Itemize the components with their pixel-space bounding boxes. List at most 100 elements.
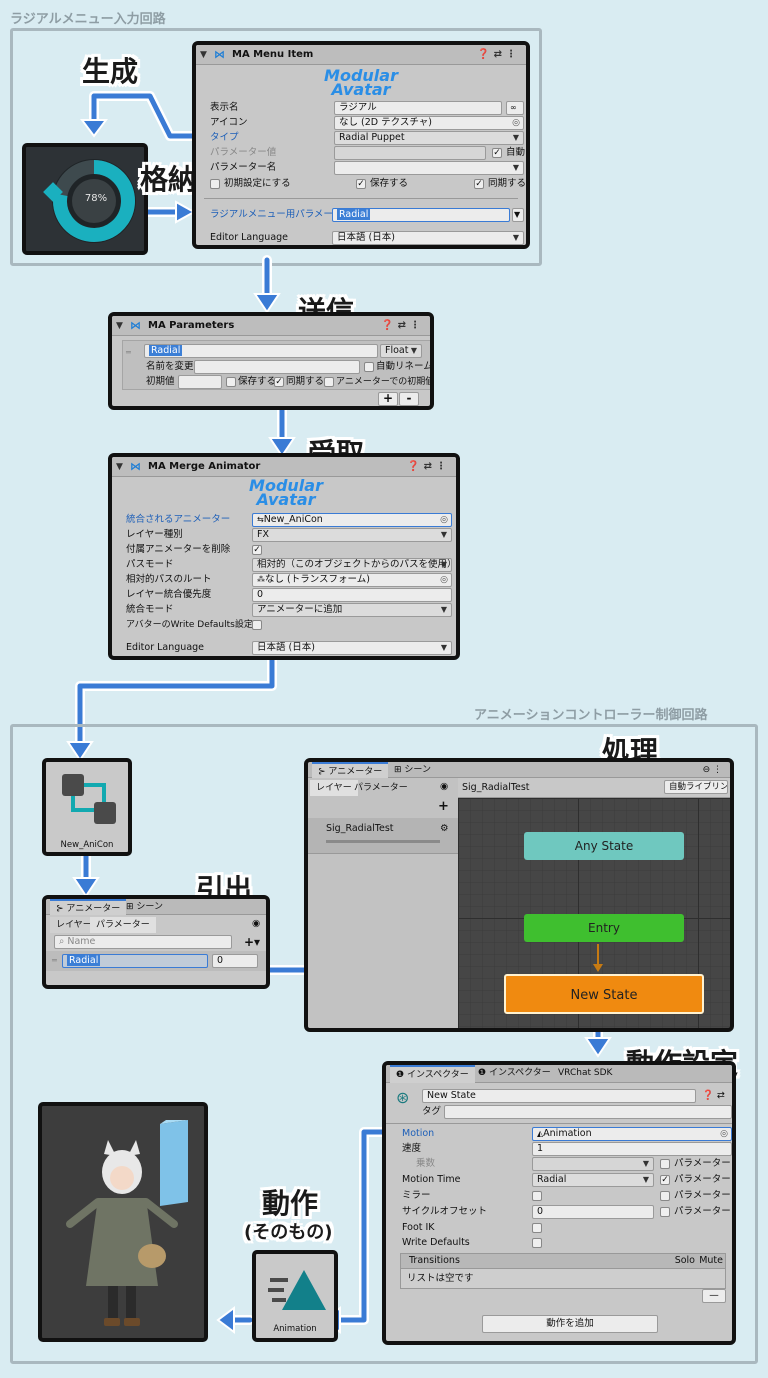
link-icon[interactable]: ∞ [506, 101, 524, 115]
tab-parameters[interactable]: パラメーター [90, 917, 156, 933]
foot-ik-checkbox[interactable] [532, 1223, 542, 1233]
state-name-input[interactable]: New State [422, 1089, 696, 1103]
write-defaults-label: アバターのWrite Defaults設定に [126, 620, 262, 630]
write-defaults-checkbox[interactable] [532, 1238, 542, 1248]
param-name-field[interactable]: Radial [62, 954, 208, 968]
chevron-down-icon: ▼ [512, 233, 519, 242]
parameter-type-dropdown[interactable]: Float▼ [380, 344, 422, 358]
tab-vrchat-sdk[interactable]: VRChat SDK [558, 1068, 613, 1078]
relative-root-field[interactable]: ⁂なし (トランスフォーム)◎ [252, 573, 452, 587]
delete-attached-checkbox[interactable]: ✓ [252, 545, 262, 555]
tab-animator[interactable]: ⊱ アニメーター [50, 899, 127, 915]
tab-scene[interactable]: ⊞ シーン [394, 765, 431, 775]
object-picker-icon: ◎ [440, 575, 448, 585]
component-tools-icons[interactable]: ❓ ⇄ ⋮ [702, 1090, 736, 1101]
drag-handle-icon[interactable]: ═ [52, 956, 57, 965]
mirror-checkbox[interactable] [532, 1191, 542, 1201]
tab-layers[interactable]: レイヤー [50, 917, 98, 933]
layer-item[interactable] [308, 818, 458, 854]
remove-parameter-button[interactable]: - [399, 392, 419, 406]
remove-transition-button[interactable]: — [702, 1289, 726, 1303]
parameter-name-input[interactable]: Radial [144, 344, 378, 358]
display-name-input[interactable]: ラジアル [334, 101, 502, 115]
param-value-field[interactable]: 0 [212, 954, 258, 968]
tab-animator[interactable]: ⊱ アニメーター [312, 762, 389, 778]
layer-type-dropdown[interactable]: FX▼ [252, 528, 452, 542]
editor-language-dropdown[interactable]: 日本語 (日本)▼ [332, 231, 524, 245]
gear-icon[interactable]: ⚙ [440, 823, 449, 834]
motion-time-param-checkbox[interactable]: ✓ [660, 1175, 670, 1185]
animator-object-field[interactable]: ⇆New_AniCon◎ [252, 513, 452, 527]
mirror-param-checkbox[interactable] [660, 1191, 670, 1201]
editor-language-label: Editor Language [210, 232, 289, 243]
entry-node[interactable]: Entry [524, 914, 684, 942]
editor-language-dropdown[interactable]: 日本語 (日本)▼ [252, 641, 452, 655]
param-sync-checkbox[interactable]: ✓ [274, 377, 284, 387]
new-state-node[interactable]: New State [504, 974, 704, 1014]
add-param-icon[interactable]: +▾ [244, 935, 261, 949]
motion-time-dropdown[interactable]: Radial▼ [532, 1173, 654, 1187]
priority-input[interactable]: 0 [252, 588, 452, 602]
eye-icon[interactable]: ◉ [440, 781, 449, 792]
transitions-header: Transitions Solo Mute [400, 1253, 726, 1269]
relative-root-label: 相対的パスのルート [126, 574, 212, 585]
param-search-input[interactable]: ⌕ Name [54, 935, 232, 949]
eye-icon[interactable]: ◉ [252, 918, 261, 929]
motion-label: Motion [402, 1128, 435, 1139]
radial-param-input[interactable]: Radial [332, 208, 510, 222]
cycle-offset-input[interactable]: 0 [532, 1205, 654, 1219]
component-tools-icons[interactable]: ❓⇄⋮ [477, 49, 520, 60]
auto-rename-label: 自動リネーム [376, 361, 433, 372]
add-parameter-button[interactable]: + [378, 392, 398, 406]
rename-input[interactable] [194, 360, 360, 374]
drag-handle-icon[interactable]: ═ [126, 348, 131, 357]
step-generate: 生成 [82, 55, 139, 88]
avatar-figure [66, 1120, 188, 1326]
tab-inspector-1[interactable]: ❶ インスペクター [390, 1065, 475, 1083]
tab-inspector-2[interactable]: ❶ インスペクター [478, 1068, 551, 1078]
animator-label: 統合されるアニメーター [126, 514, 231, 525]
tab-parameters[interactable]: パラメーター [354, 783, 408, 793]
multiplier-param-checkbox[interactable] [660, 1159, 670, 1169]
radial-param-dropdown[interactable]: ▼ [512, 208, 524, 222]
multiplier-dropdown[interactable]: ▼ [532, 1157, 654, 1171]
tab-layers[interactable]: レイヤー [310, 780, 358, 796]
component-tools-icons[interactable]: ❓⇄⋮ [407, 461, 450, 472]
layer-weight-slider[interactable] [326, 840, 440, 843]
param-save-checkbox[interactable] [226, 377, 236, 387]
animation-asset[interactable]: Animation [252, 1250, 338, 1342]
cycle-offset-param-checkbox[interactable] [660, 1207, 670, 1217]
sync-checkbox[interactable]: ✓ [474, 179, 484, 189]
foldout-icon[interactable]: ▼ [116, 462, 123, 472]
auto-rename-checkbox[interactable] [364, 362, 374, 372]
any-state-node[interactable]: Any State [524, 832, 684, 860]
auto-label: 自動 [506, 147, 526, 158]
save-checkbox[interactable]: ✓ [356, 179, 366, 189]
add-behaviour-button[interactable]: 動作を追加 [482, 1315, 658, 1333]
foldout-icon[interactable]: ▼ [200, 50, 207, 60]
component-tools-icons[interactable]: ❓⇄⋮ [381, 320, 424, 331]
animation-asset-label: Animation [273, 1324, 317, 1334]
anicon-asset[interactable]: New_AniCon [42, 758, 132, 856]
foldout-icon[interactable]: ▼ [116, 321, 123, 331]
speed-input[interactable]: 1 [532, 1142, 732, 1156]
tag-input[interactable] [444, 1105, 732, 1119]
write-defaults-checkbox[interactable] [252, 620, 262, 630]
path-mode-dropdown[interactable]: 相対的（このオブジェクトからのパスを使用）▼ [252, 558, 452, 572]
init-value-input[interactable] [178, 375, 222, 389]
motion-object-field[interactable]: ◭Animation◎ [532, 1127, 732, 1141]
icon-object-field[interactable]: なし (2D テクスチャ)◎ [334, 116, 524, 130]
type-dropdown[interactable]: Radial Puppet▼ [334, 131, 524, 145]
auto-live-link-button[interactable]: 自動ライブリンク [664, 780, 728, 794]
init-checkbox[interactable] [210, 179, 220, 189]
auto-checkbox[interactable]: ✓ [492, 148, 502, 158]
merge-mode-dropdown[interactable]: アニメーターに追加▼ [252, 603, 452, 617]
add-layer-icon[interactable]: + [438, 799, 449, 814]
breadcrumb[interactable]: Sig_RadialTest [462, 782, 530, 793]
tab-scene[interactable]: ⊞ シーン [126, 902, 163, 912]
animator-init-checkbox[interactable] [324, 377, 334, 387]
param-name-input[interactable]: ▼ [334, 161, 524, 175]
mirror-param-label: パラメーター [674, 1190, 731, 1201]
window-menu-icon[interactable]: ⊖ ⋮ [702, 765, 722, 775]
param-value-input[interactable] [334, 146, 486, 160]
